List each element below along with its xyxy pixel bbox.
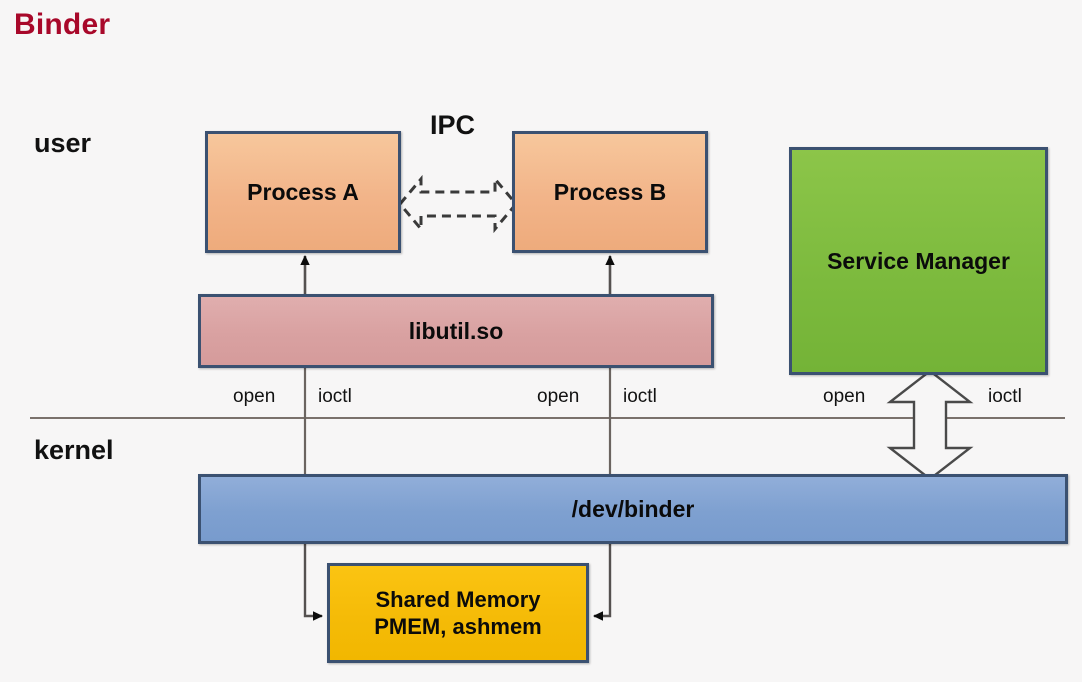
label-process-b-ioctl: ioctl xyxy=(623,386,657,407)
node-process-b-label: Process B xyxy=(553,178,667,205)
ipc-label: IPC xyxy=(430,110,476,140)
label-service-manager-ioctl: ioctl xyxy=(988,386,1022,407)
layer-label-kernel: kernel xyxy=(34,435,114,465)
label-service-manager-open: open xyxy=(823,386,866,407)
node-shared-memory[interactable]: Shared Memory PMEM, ashmem xyxy=(327,563,589,663)
node-service-manager-label: Service Manager xyxy=(827,247,1010,274)
node-process-a-label: Process A xyxy=(247,178,359,205)
label-process-b-open: open xyxy=(537,386,580,407)
node-dev-binder[interactable]: /dev/binder xyxy=(198,474,1068,544)
layer-label-user: user xyxy=(34,128,92,158)
node-process-a[interactable]: Process A xyxy=(205,131,401,253)
page-title: Binder xyxy=(14,8,111,41)
service-manager-binder-double-arrow-icon xyxy=(886,369,974,481)
label-process-a-ioctl: ioctl xyxy=(318,386,352,407)
node-libutil-so[interactable]: libutil.so xyxy=(198,294,714,368)
ipc-double-arrow-icon xyxy=(398,174,518,234)
node-process-b[interactable]: Process B xyxy=(512,131,708,253)
node-shared-memory-label-line1: Shared Memory xyxy=(375,586,541,612)
node-shared-memory-label-line2: PMEM, ashmem xyxy=(374,614,542,639)
node-service-manager[interactable]: Service Manager xyxy=(789,147,1048,375)
node-dev-binder-label: /dev/binder xyxy=(571,495,695,522)
label-process-a-open: open xyxy=(233,386,276,407)
node-libutil-so-label: libutil.so xyxy=(408,317,504,344)
user-kernel-divider xyxy=(30,417,1065,419)
